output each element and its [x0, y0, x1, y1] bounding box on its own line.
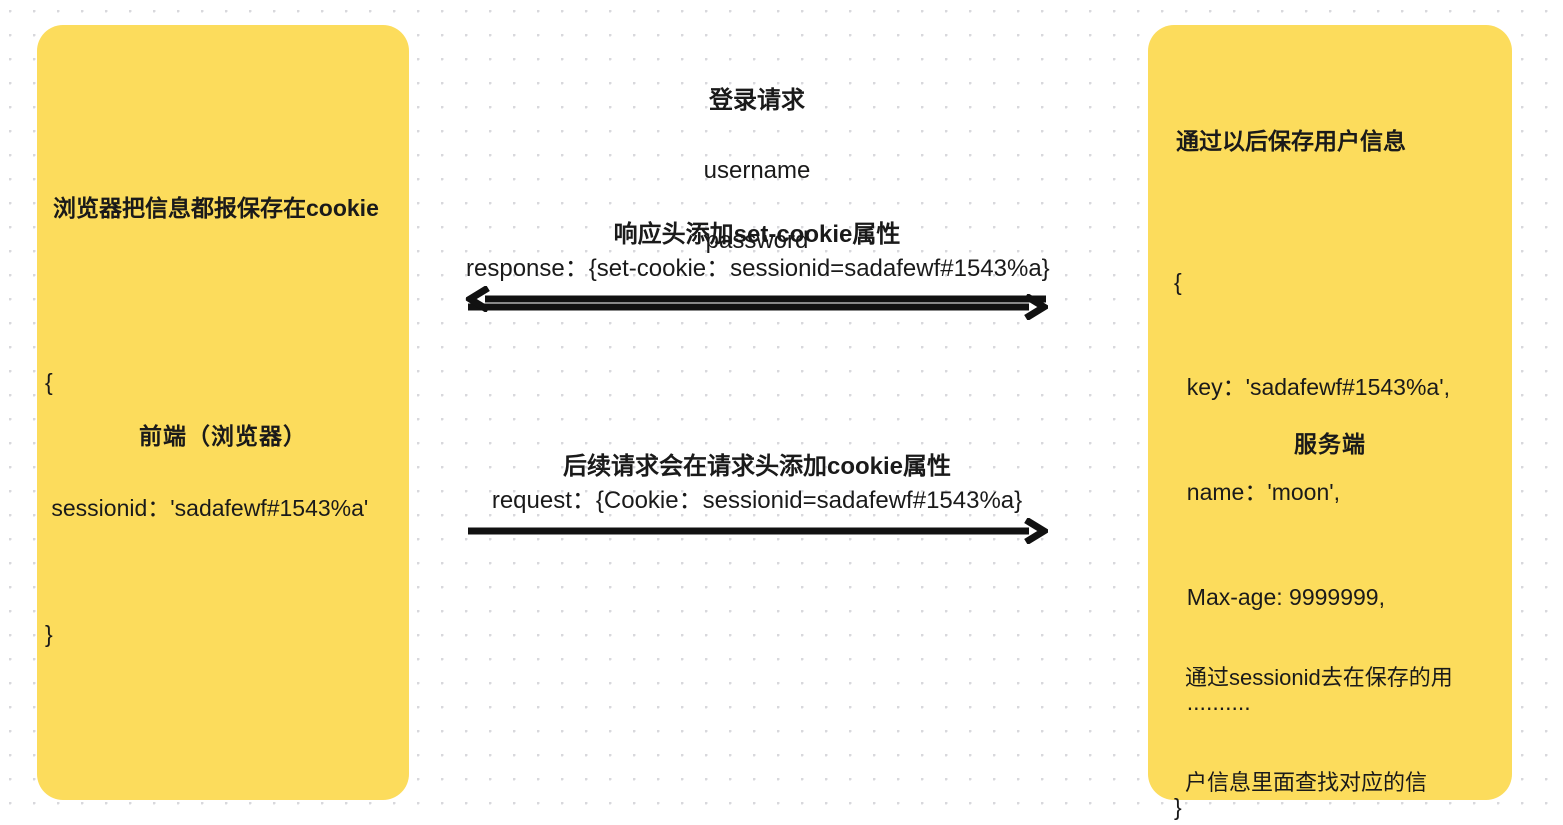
flow-login-label-line: username [703, 157, 811, 184]
server-user-json: { key：'sadafewf#1543%a', name：'moon', Ma… [1174, 195, 1450, 825]
flow-login-label-line: password [705, 227, 809, 254]
arrow-right-icon [468, 518, 1048, 544]
frontend-json-line: } [45, 621, 53, 647]
server-note-line: 通过sessionid去在保存的用 [1185, 665, 1453, 690]
arrow-left-icon [466, 286, 1046, 312]
frontend-party-title: 前端（浏览器） [139, 423, 307, 449]
server-lookup-note: 通过sessionid去在保存的用 户信息里面查找对应的信 息，以维持登录状态 [1185, 590, 1453, 825]
flow-response-label-line: 响应头添加set-cookie属性 [613, 221, 901, 248]
party-box-server: 通过以后保存用户信息 { key：'sadafewf#1543%a', name… [1148, 25, 1512, 820]
server-heading: 通过以后保存用户信息 [1176, 128, 1406, 154]
flow-login-labels: 登录请求 username password [466, 48, 1048, 294]
frontend-json-line: sessionid：'sadafewf#1543%a' [45, 495, 369, 521]
server-json-line: Max-age: 9999999, [1174, 584, 1385, 610]
flow-response-label-line: response：{set-cookie：sessionid=sadafewf#… [466, 255, 1050, 282]
flow-set-cookie-response: 响应头添加set-cookie属性 response：{set-cookie：s… [466, 218, 1050, 312]
flow-request-label-line: 后续请求会在请求头添加cookie属性 [562, 453, 952, 480]
frontend-json-line: { [45, 369, 53, 395]
flow-response-labels: 响应头添加set-cookie属性 response：{set-cookie：s… [466, 218, 1050, 286]
flow-subsequent-request: 后续请求会在请求头添加cookie属性 request：{Cookie：sess… [466, 450, 1048, 544]
server-json-line: name：'moon', [1174, 479, 1341, 505]
server-note-line: 户信息里面查找对应的信 [1185, 770, 1428, 795]
flow-login-request: 登录请求 username password [466, 48, 1048, 320]
server-json-line: .......... [1174, 689, 1251, 715]
server-party-title: 服务端 [1294, 431, 1366, 457]
flow-request-labels: 后续请求会在请求头添加cookie属性 request：{Cookie：sess… [466, 450, 1048, 518]
party-box-frontend: 浏览器把信息都报保存在cookie { sessionid：'sadafewf#… [37, 25, 409, 800]
server-json-line: } [1174, 794, 1182, 820]
flow-request-label-line: request：{Cookie：sessionid=sadafewf#1543%… [491, 487, 1023, 514]
server-json-line: { [1174, 269, 1182, 295]
frontend-heading: 浏览器把信息都报保存在cookie [53, 195, 379, 221]
frontend-cookie-json: { sessionid：'sadafewf#1543%a' } [45, 277, 368, 739]
server-json-line: key：'sadafewf#1543%a', [1174, 374, 1450, 400]
flow-login-label-line: 登录请求 [709, 87, 805, 114]
